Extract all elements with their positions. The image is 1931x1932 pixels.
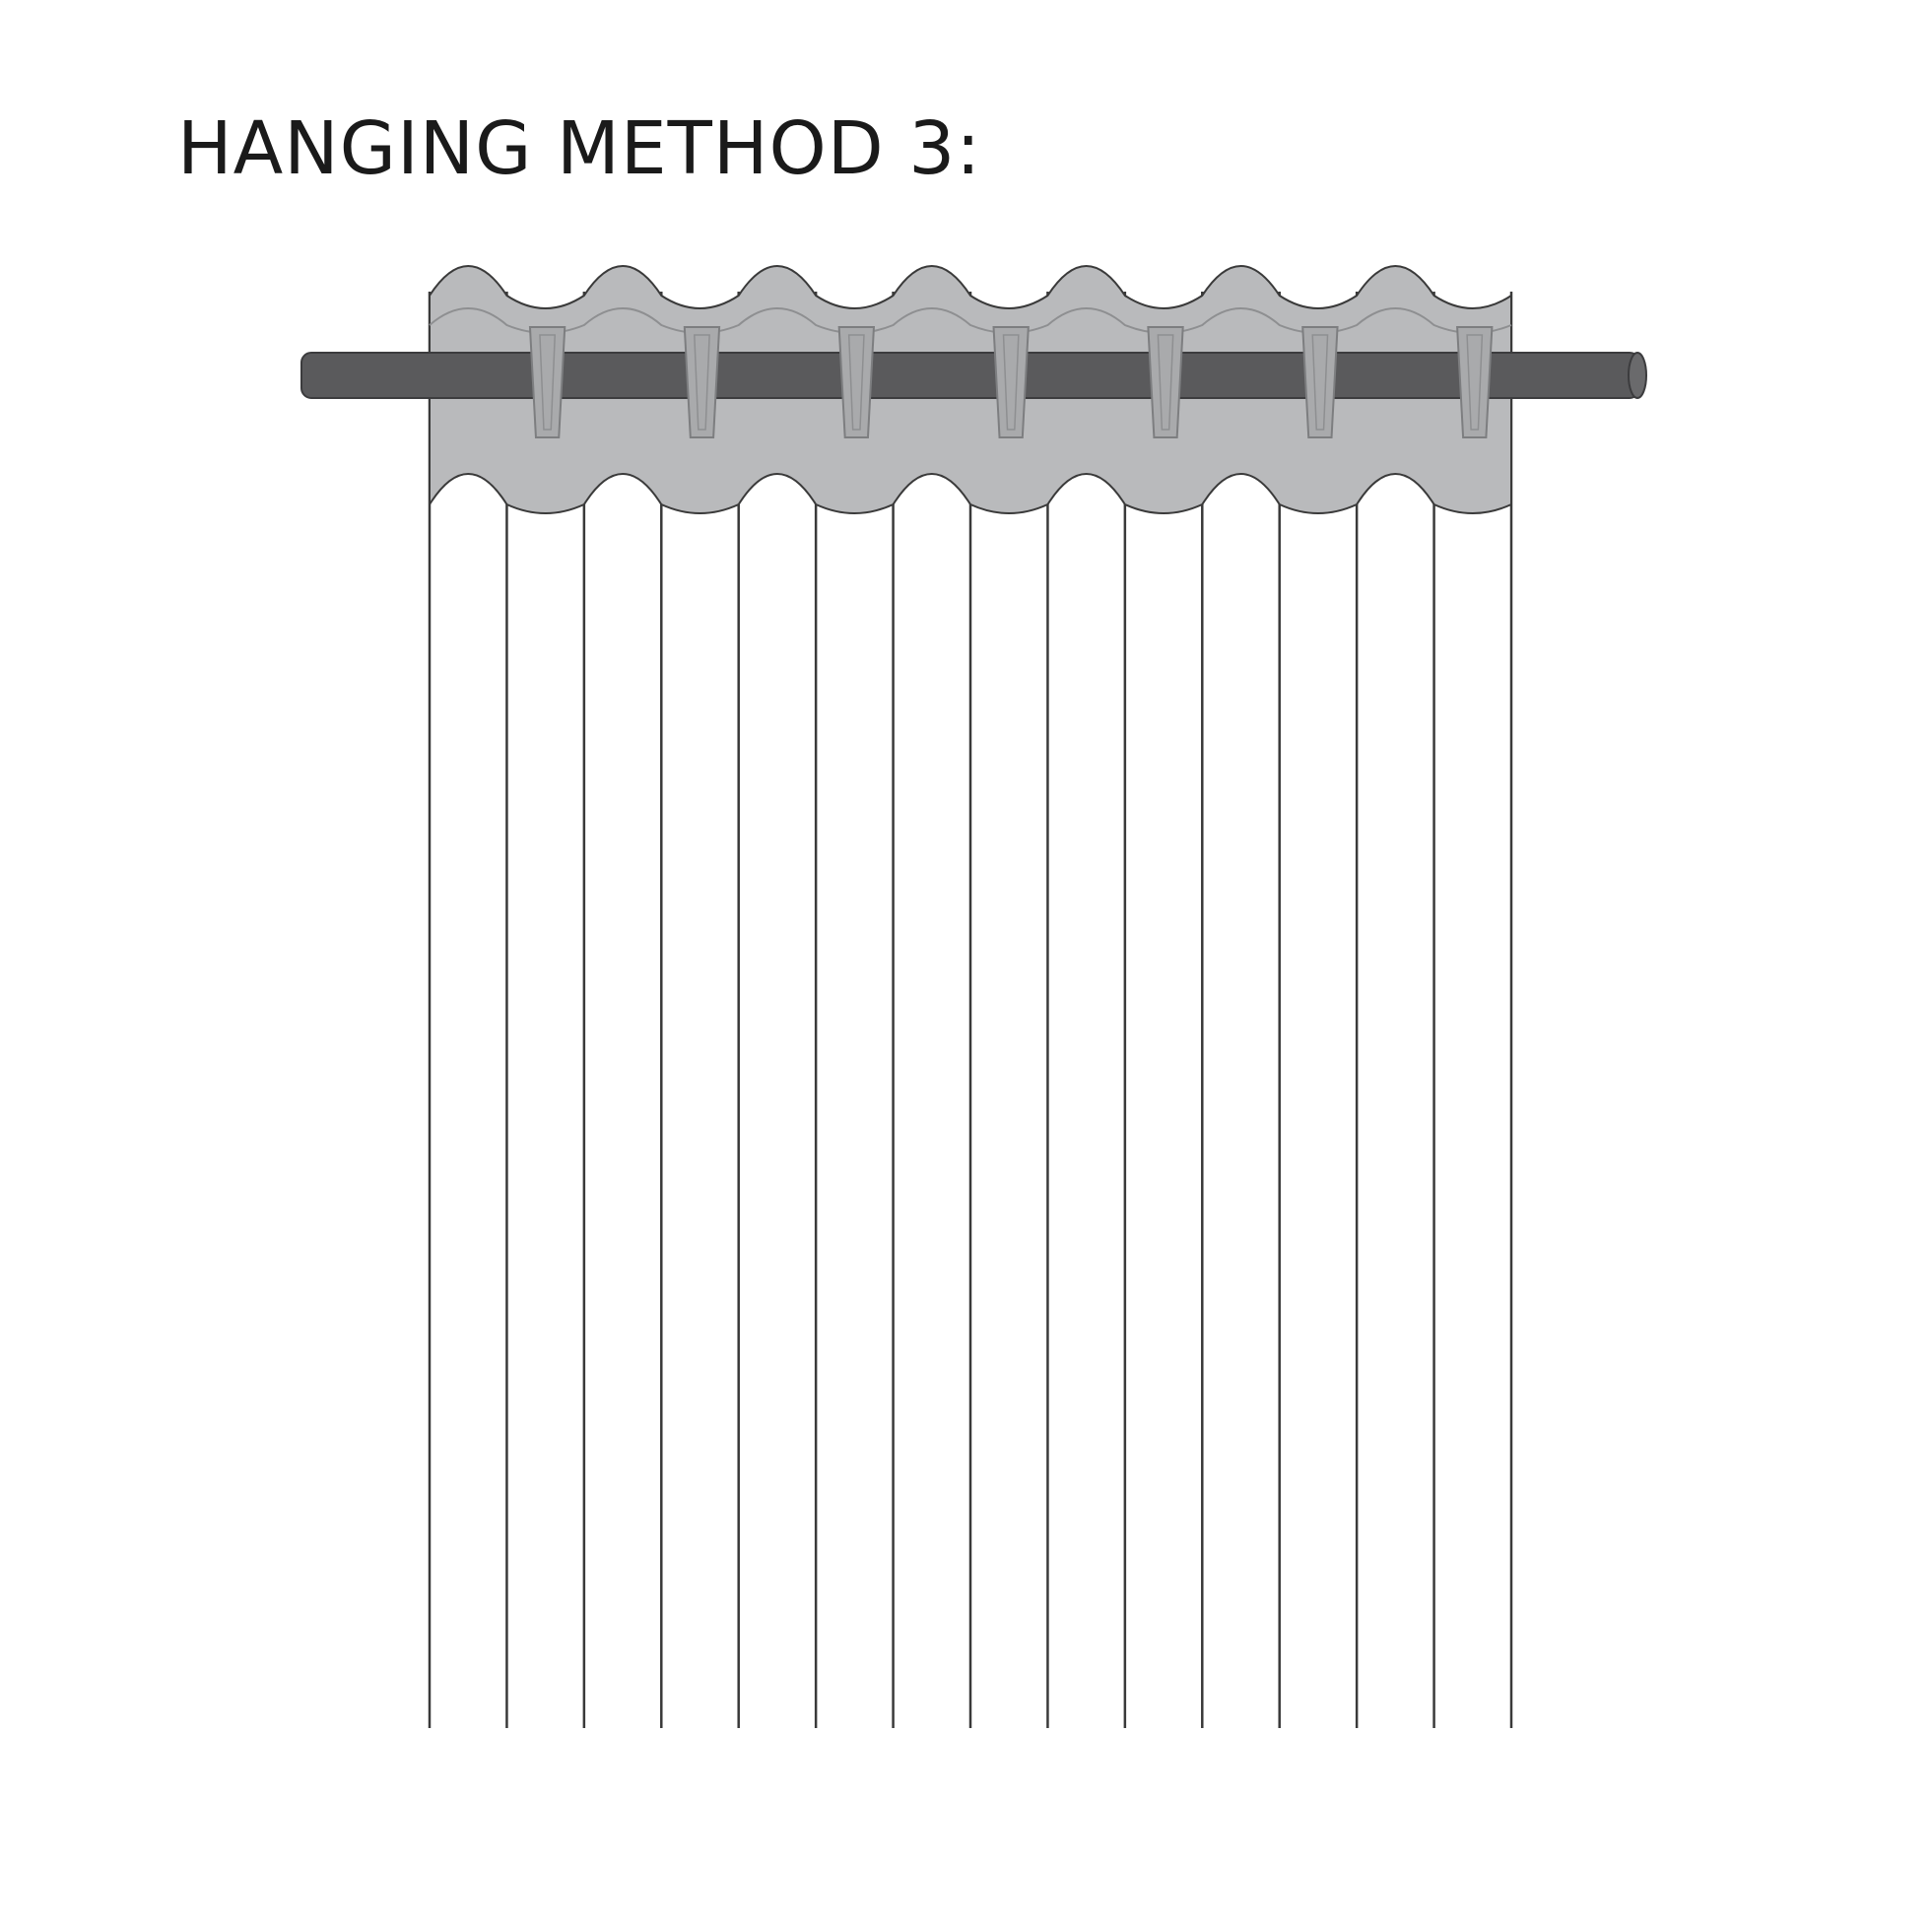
tab-loop: [1456, 326, 1494, 438]
curtain-rod: [300, 352, 1647, 399]
curtain-tabs: [528, 326, 1494, 438]
rod-end: [1628, 352, 1647, 399]
tab-loop: [1301, 326, 1339, 438]
rod-bar: [300, 352, 1640, 399]
tab-loop: [1147, 326, 1184, 438]
page-title: HANGING METHOD 3:: [177, 106, 982, 191]
tab-loop: [683, 326, 721, 438]
tab-stitch: [694, 334, 710, 431]
tab-stitch: [1311, 334, 1329, 431]
tab-stitch: [1466, 334, 1484, 431]
tab-stitch: [847, 334, 865, 431]
tab-stitch: [1002, 334, 1020, 431]
tab-stitch: [1157, 334, 1174, 431]
tab-stitch: [539, 334, 557, 431]
tab-loop: [528, 326, 566, 438]
tab-loop: [992, 326, 1030, 438]
curtain-fold-lines: [428, 292, 1513, 1728]
tab-loop: [837, 326, 876, 438]
